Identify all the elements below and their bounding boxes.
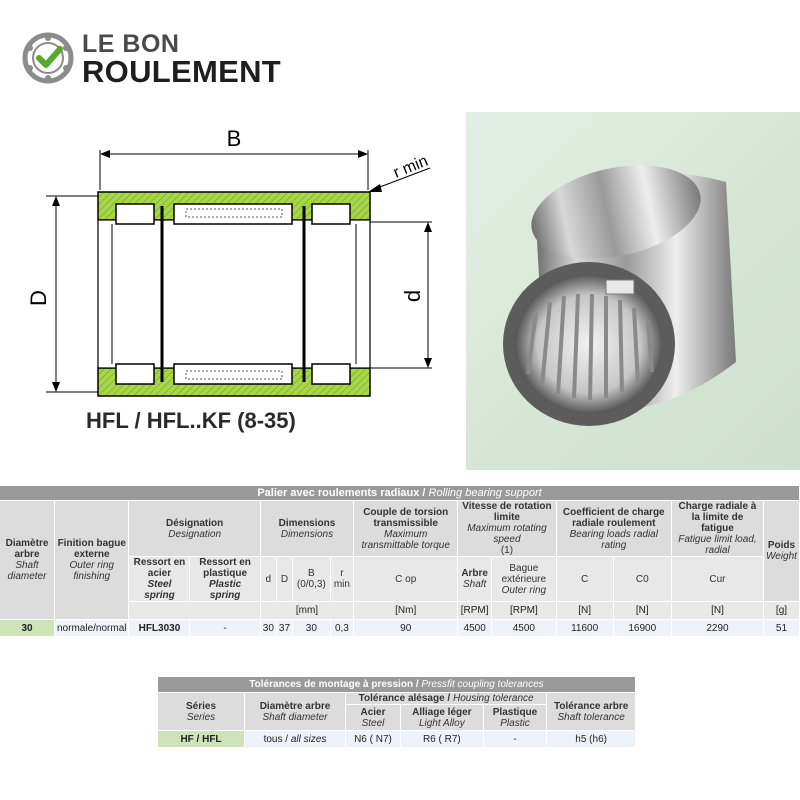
cell-B: 30 — [292, 619, 331, 637]
needle-bearing-image — [503, 165, 736, 426]
bearing-section-drawing: B r min D d — [26, 126, 432, 397]
label-d: d — [400, 290, 425, 302]
table-band: Palier avec roulements radiaux / Rolling… — [0, 486, 800, 501]
brand-line2: ROULEMENT — [82, 54, 282, 89]
col-housing-tolerance: Tolérance alésage / Housing tolerance — [345, 692, 548, 705]
col-cop: C op — [353, 556, 459, 602]
technical-drawing: B r min D d — [0, 112, 466, 470]
label-D: D — [26, 290, 51, 306]
col-B: B (0/0,3) — [292, 556, 331, 602]
unit-rpm-shaft: [RPM] — [457, 601, 493, 620]
col-D: D — [276, 556, 294, 602]
unit-n-c0: [N] — [613, 601, 672, 620]
unit-mm: [mm] — [260, 601, 355, 620]
unit-nm: [Nm] — [353, 601, 459, 620]
cell-rmin: 0,3 — [330, 619, 355, 637]
label-rmin: r min — [391, 153, 430, 182]
table-row[interactable]: HF / HFL tous / all sizes N6 ( N7) R6 ( … — [158, 730, 636, 748]
col-d: d — [260, 556, 277, 602]
cell-speed-outer: 4500 — [491, 619, 557, 637]
label-B: B — [227, 126, 242, 151]
col-C0: C0 — [613, 556, 672, 602]
col-C: C — [556, 556, 614, 602]
product-photo — [466, 112, 800, 470]
cell-shaft: 30 — [0, 619, 55, 637]
cell-weight: 51 — [763, 619, 800, 637]
bearing-check-icon — [22, 32, 74, 84]
cell-speed-shaft: 4500 — [457, 619, 493, 637]
cell-tol-shafttol: h5 (h6) — [546, 730, 636, 748]
unit-g: [g] — [763, 601, 800, 620]
cell-series: HF / HFL — [158, 730, 245, 748]
unit-rpm-outer: [RPM] — [491, 601, 557, 620]
cell-steel: HFL3030 — [128, 619, 191, 637]
col-rmin: r min — [330, 556, 355, 602]
series-title: HFL / HFL..KF (8-35) — [86, 408, 296, 433]
cell-d: 30 — [260, 619, 277, 637]
cell-C0: 16900 — [613, 619, 672, 637]
tolerance-band: Tolérances de montage à pression / Press… — [158, 677, 636, 693]
cell-C: 11600 — [556, 619, 614, 637]
tolerance-table: Tolérances de montage à pression / Press… — [158, 677, 636, 748]
cell-plastic: - — [189, 619, 261, 637]
cell-cur: 2290 — [671, 619, 764, 637]
col-cur: Cur — [671, 556, 764, 602]
cell-tol-alloy: R6 ( R7) — [400, 730, 484, 748]
cell-tol-shaft: tous / all sizes — [244, 730, 346, 748]
unit-n-c: [N] — [556, 601, 614, 620]
brand-logo[interactable]: LE BON ROULEMENT — [22, 28, 302, 90]
cell-tol-plastic: - — [483, 730, 548, 748]
table-row[interactable]: 30 normale/normal HFL3030 - 30 37 30 0,3… — [0, 619, 800, 637]
unit-n-cur: [N] — [671, 601, 764, 620]
cell-tol-steel: N6 ( N7) — [345, 730, 401, 748]
cell-finish: normale/normal — [54, 619, 130, 637]
cell-D: 37 — [276, 619, 294, 637]
specs-table: Palier avec roulements radiaux / Rolling… — [0, 486, 800, 637]
brand-line1: LE BON — [82, 30, 180, 58]
cell-cop: 90 — [353, 619, 459, 637]
